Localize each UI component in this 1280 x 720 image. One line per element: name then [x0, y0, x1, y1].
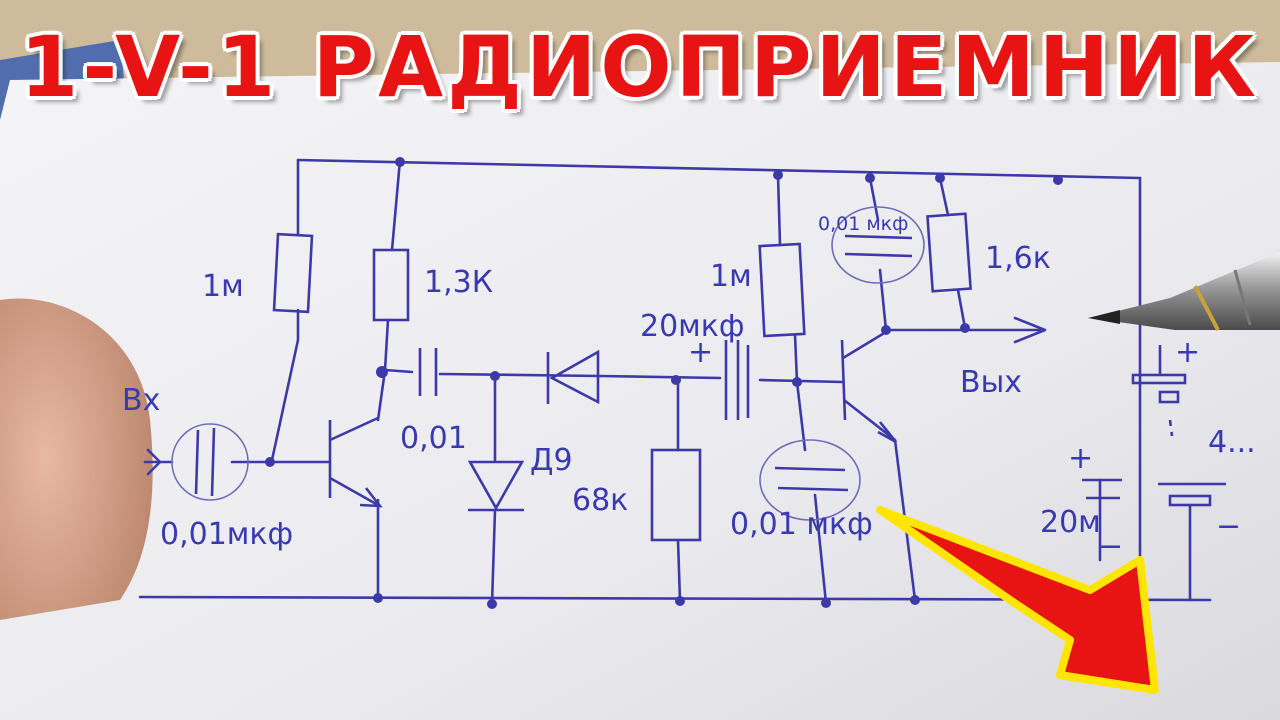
resistor-1m [272, 232, 314, 314]
resistor-1m-right [758, 242, 806, 338]
transistor-1 [328, 416, 383, 508]
label-r1: 1м [202, 269, 244, 304]
capacitor-bottom [759, 439, 861, 521]
label-input: Вх [122, 383, 160, 418]
label-r5: 1,6к [985, 241, 1051, 276]
highlight-arrow-icon [876, 506, 1159, 694]
label-plus-1: + [688, 335, 713, 370]
pen [1088, 252, 1280, 331]
circuit-wires [138, 158, 1212, 606]
label-plus-3: + [1175, 335, 1200, 370]
resistor-1-3k [372, 248, 410, 322]
label-battery-side: 20м [1040, 505, 1101, 540]
label-diode: Д9 [530, 443, 573, 478]
capacitor-coupling [418, 348, 438, 396]
output-arrow-icon [1013, 316, 1047, 344]
thumbnail-title: 1-V-1 РАДИОПРИЕМНИК [19, 18, 1261, 116]
label-c-electrolytic: 20мкф [640, 309, 745, 344]
battery-left [1082, 478, 1122, 500]
resistor-1-6k [926, 212, 972, 293]
label-minus-1: − [1098, 529, 1123, 564]
label-battery-voltage: 4... [1208, 425, 1256, 460]
label-r3: 68к [572, 483, 628, 518]
resistor-68k [650, 448, 702, 542]
battery-right [1131, 345, 1226, 507]
label-minus-2: − [1216, 509, 1241, 544]
label-c-in: 0,01мкф [160, 517, 293, 552]
label-c-top: 0,01 мкф [818, 213, 908, 235]
label-c-bottom: 0,01 мкф [730, 507, 873, 542]
diode-2 [467, 460, 525, 512]
label-c2: 0,01 [400, 421, 467, 456]
label-r2: 1,3К [424, 265, 493, 300]
capacitor-electrolytic [724, 340, 750, 420]
capacitor-top [831, 206, 925, 284]
diode-d9 [546, 349, 600, 405]
junction-dots [265, 157, 1063, 609]
label-r4: 1м [710, 259, 752, 294]
transistor-2 [840, 330, 898, 444]
input-arrow-icon [146, 448, 162, 476]
capacitor-input [171, 423, 249, 501]
label-output: Вых [960, 365, 1022, 400]
label-plus-2: + [1068, 441, 1093, 476]
finger [0, 298, 153, 620]
